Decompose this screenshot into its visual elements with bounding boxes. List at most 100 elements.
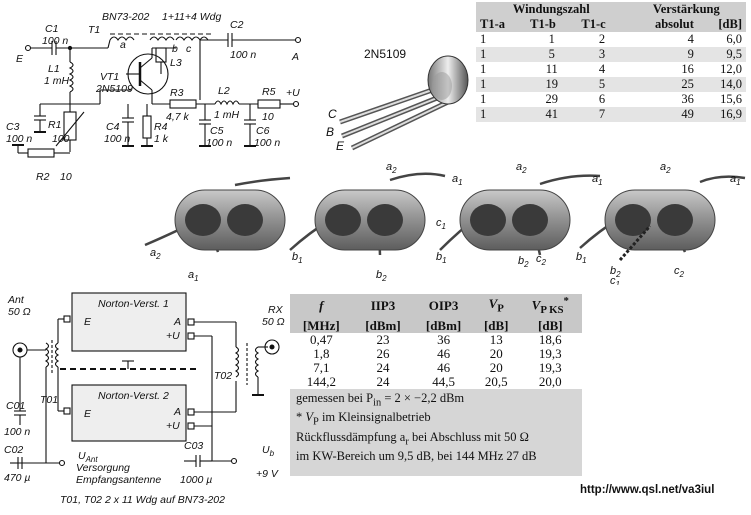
column-header: T1-c bbox=[581, 17, 606, 31]
table-cell: 20,0 bbox=[518, 374, 582, 389]
table-cell: 29 bbox=[545, 92, 559, 106]
pin-b-label: B bbox=[326, 125, 334, 139]
c02-label: C02 bbox=[4, 444, 23, 456]
table-cell: 5 bbox=[548, 47, 555, 61]
label-c2-val: 100 n bbox=[230, 49, 256, 61]
table-cell: 24 bbox=[352, 374, 414, 389]
label-a-out: A bbox=[291, 51, 299, 63]
table-cell: 3 bbox=[598, 47, 606, 61]
table-cell: 4 bbox=[687, 32, 694, 46]
label-c6: C6 bbox=[256, 125, 270, 137]
core1-a1: a1 bbox=[188, 269, 199, 283]
table-cell: 18,6 bbox=[518, 332, 582, 347]
label-e-in: E bbox=[16, 53, 24, 65]
table-cell: 16,9 bbox=[720, 107, 742, 121]
table-cell: 20 bbox=[473, 360, 519, 375]
table-cell: 0,47 bbox=[290, 332, 353, 347]
amp2-port-u: +U bbox=[166, 420, 180, 432]
label-l1: L1 bbox=[48, 63, 60, 75]
label-c5-val: 100 n bbox=[206, 137, 232, 149]
core2-b1: b1 bbox=[292, 251, 303, 265]
empfangsantenne-label: Empfangsantenne bbox=[76, 474, 161, 486]
table-cell: 12,0 bbox=[720, 62, 742, 76]
c03-label: C03 bbox=[184, 440, 203, 452]
pin-c-label: C bbox=[328, 107, 337, 121]
amplifier-schematic: E C1 100 n BN73-202 1+11+4 Wdg T1 a b c … bbox=[6, 11, 302, 183]
label-vt1-type: 2N5109 bbox=[95, 83, 133, 95]
label-l2-val: 1 mH bbox=[214, 109, 240, 121]
label-l2: L2 bbox=[218, 85, 230, 97]
core4-a1: a1 bbox=[730, 173, 741, 187]
note-measured: gemessen bei Pin = 2 × −2,2 dBm bbox=[296, 390, 465, 409]
label-core: BN73-202 bbox=[102, 11, 149, 23]
core4-a2: a2 bbox=[660, 161, 671, 175]
table-cell: 44,5 bbox=[413, 374, 474, 389]
table-cell: 16 bbox=[681, 62, 694, 76]
column-header: VP KS* bbox=[531, 295, 569, 316]
core1-a2: a2 bbox=[150, 247, 161, 261]
label-r2: R2 bbox=[36, 171, 50, 183]
table-cell: 11 bbox=[545, 62, 558, 76]
table-cell: 7,1 bbox=[290, 360, 353, 375]
source-url[interactable]: http://www.qsl.net/va3iul bbox=[580, 484, 715, 496]
pin-e-label: E bbox=[336, 139, 345, 153]
unit-header: [dBm] bbox=[365, 317, 401, 333]
label-r1-val: 100 bbox=[52, 133, 70, 145]
amp1-title: Norton-Verst. 1 bbox=[98, 298, 169, 310]
ub-label: Ub bbox=[262, 444, 275, 458]
core3-a2: a2 bbox=[516, 161, 527, 175]
table-cell: 1 bbox=[480, 62, 487, 76]
rx-label: RX bbox=[268, 304, 284, 316]
column-header: f bbox=[319, 298, 324, 314]
plus9v-label: +9 V bbox=[256, 468, 279, 480]
transformer-caption: T01, T02 2 x 11 Wdg auf BN73-202 bbox=[60, 494, 225, 506]
t02-label: T02 bbox=[214, 370, 232, 382]
amp1-port-u: +U bbox=[166, 330, 180, 342]
label-t1: T1 bbox=[88, 24, 100, 36]
table-cell: 41 bbox=[545, 107, 559, 121]
norton-amp-1-box bbox=[71, 292, 187, 352]
label-c4-val: 100 n bbox=[104, 133, 130, 145]
column-header: absolut bbox=[654, 17, 694, 31]
label-tap-c: c bbox=[186, 43, 192, 55]
note-return-loss-1: Rückflussdämpfung ar bei Abschluss mit 5… bbox=[296, 429, 529, 448]
table-cell: 13 bbox=[473, 332, 519, 347]
ant-impedance: 50 Ω bbox=[8, 306, 31, 318]
c01-label: C01 bbox=[6, 400, 25, 412]
unit-header: [dB] bbox=[483, 317, 509, 333]
c02-value: 470 µ bbox=[4, 472, 31, 484]
table-cell: 9,5 bbox=[726, 47, 742, 61]
table-cell: 1 bbox=[480, 92, 487, 106]
unit-header: [dBm] bbox=[425, 317, 462, 333]
label-c1: C1 bbox=[45, 23, 58, 35]
label-c5: C5 bbox=[210, 125, 224, 137]
label-r5-val: 10 bbox=[262, 111, 274, 123]
table-cell: 19,3 bbox=[518, 360, 582, 375]
table-cell: 1 bbox=[480, 107, 487, 121]
label-r3: R3 bbox=[170, 87, 184, 99]
column-header: IIP3 bbox=[370, 298, 396, 314]
table-cell: 26 bbox=[352, 346, 414, 361]
core4-c1: c1 bbox=[610, 275, 620, 285]
table-cell: 19,3 bbox=[518, 346, 582, 361]
amp2-port-a: A bbox=[173, 406, 181, 418]
table-notes: gemessen bei Pin = 2 × −2,2 dBm * VP im … bbox=[290, 389, 582, 467]
header-windungszahl: Windungszahl bbox=[512, 2, 590, 16]
label-tap-a: a bbox=[120, 39, 126, 51]
table-cell: 25 bbox=[681, 77, 694, 91]
label-vt1: VT1 bbox=[100, 71, 119, 83]
label-r5: R5 bbox=[262, 86, 276, 98]
amp1-port-e: E bbox=[84, 316, 92, 328]
label-r1: R1 bbox=[48, 119, 61, 131]
label-winding: 1+11+4 Wdg bbox=[162, 11, 222, 23]
ant-label: Ant bbox=[7, 294, 25, 306]
